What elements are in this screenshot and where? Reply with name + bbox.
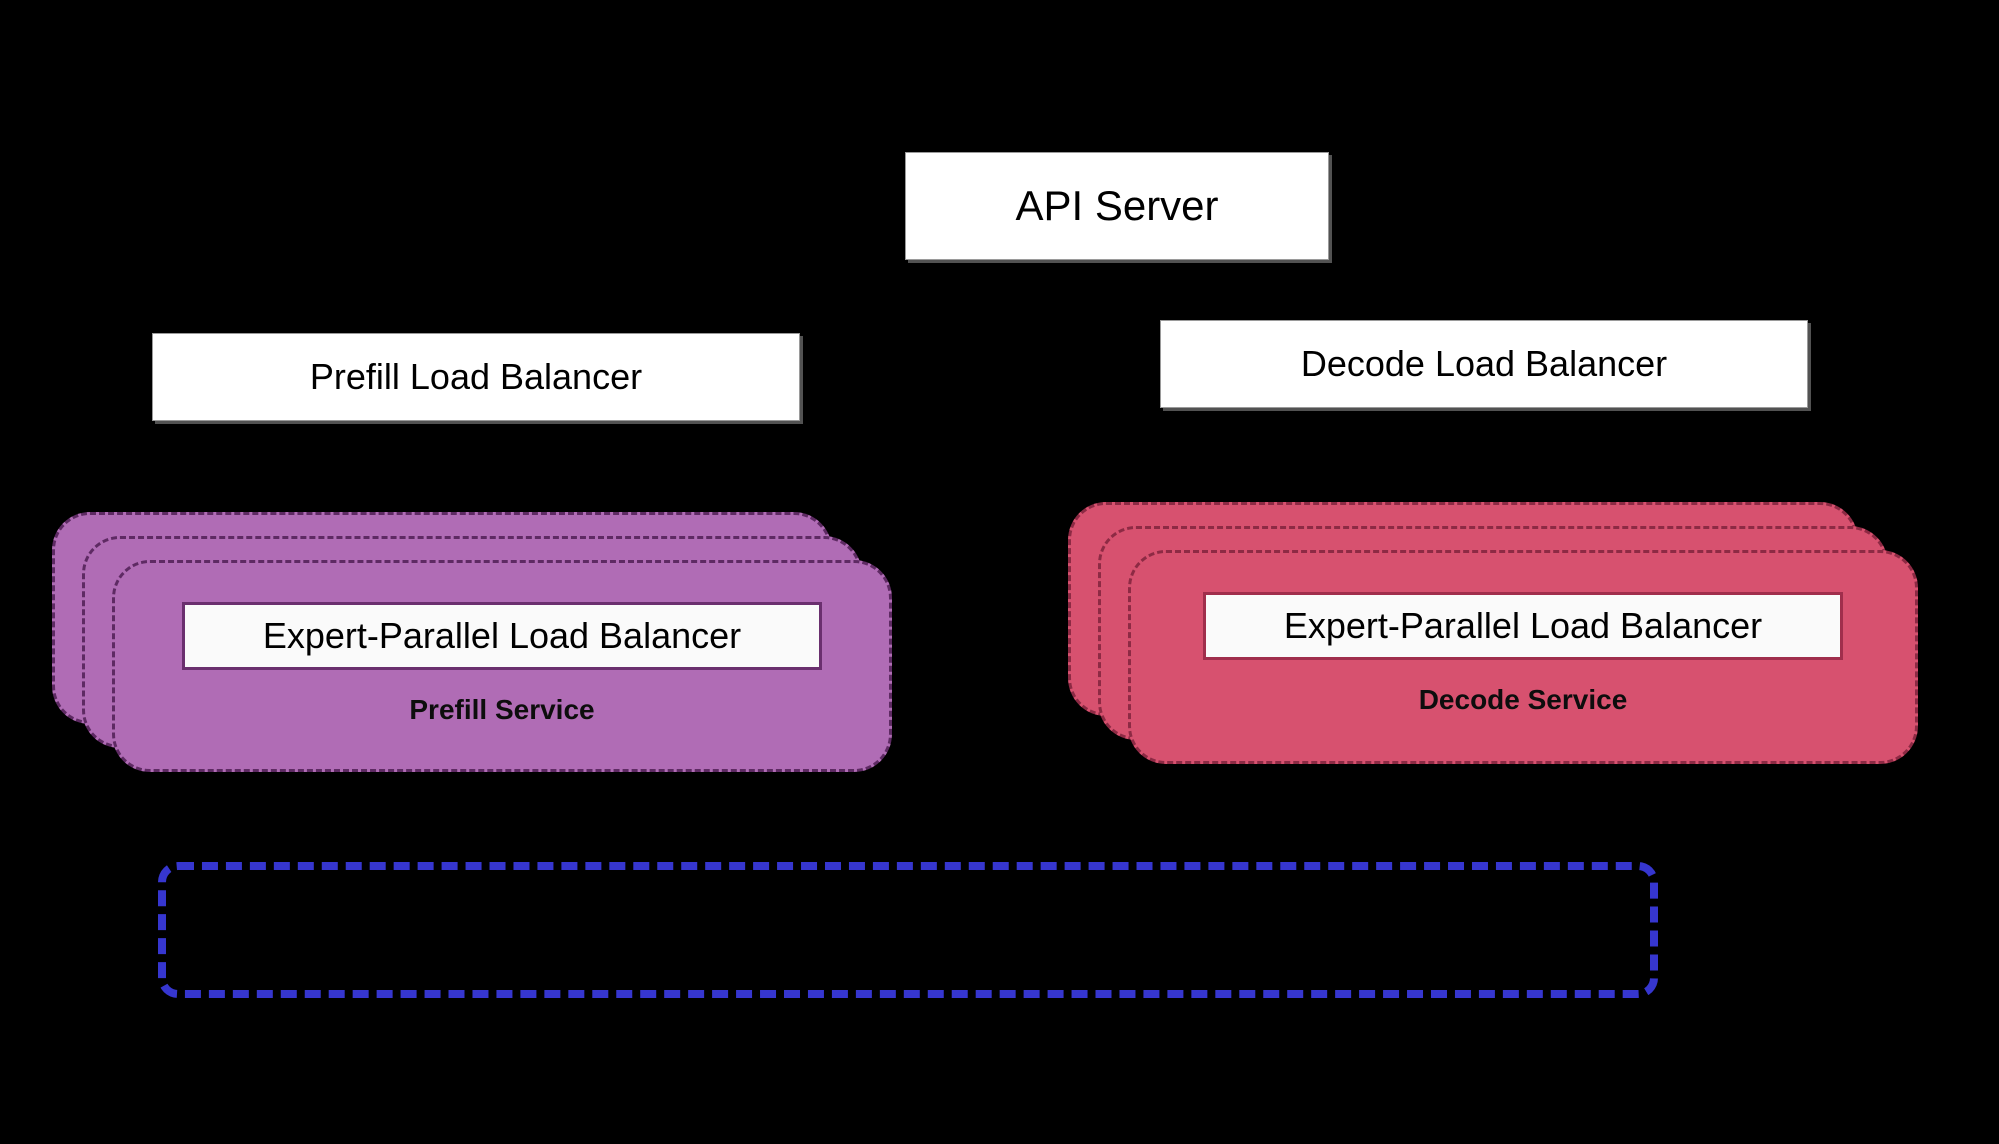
decode-load-balancer-label: Decode Load Balancer — [1300, 343, 1668, 385]
decode-service-caption: Decode Service — [1418, 684, 1628, 715]
decode-expert-parallel-load-balancer-box[interactable]: Expert-Parallel Load Balancer — [1203, 592, 1843, 660]
decode-expert-parallel-load-balancer-label: Expert-Parallel Load Balancer — [1283, 605, 1763, 646]
prefill-load-balancer-box[interactable]: Prefill Load Balancer — [152, 333, 800, 421]
edge-api-to-prefill-lb — [465, 204, 905, 333]
prefill-expert-parallel-load-balancer-label: Expert-Parallel Load Balancer — [262, 615, 742, 656]
prefill-expert-parallel-load-balancer-box[interactable]: Expert-Parallel Load Balancer — [182, 602, 822, 670]
prefill-service-content: Expert-Parallel Load Balancer Prefill Se… — [112, 560, 892, 772]
decode-service-content: Expert-Parallel Load Balancer Decode Ser… — [1128, 550, 1918, 764]
bottom-dashed-container-label — [166, 870, 1650, 990]
prefill-service-caption: Prefill Service — [409, 694, 595, 725]
api-server-box[interactable]: API Server — [905, 152, 1329, 260]
decode-service-stack[interactable]: Expert-Parallel Load Balancer Decode Ser… — [1068, 502, 1918, 764]
prefill-service-stack[interactable]: Expert-Parallel Load Balancer Prefill Se… — [52, 512, 892, 772]
api-server-label: API Server — [1015, 181, 1219, 229]
bottom-dashed-container[interactable] — [158, 862, 1658, 998]
prefill-load-balancer-label: Prefill Load Balancer — [309, 356, 643, 398]
decode-load-balancer-box[interactable]: Decode Load Balancer — [1160, 320, 1808, 408]
